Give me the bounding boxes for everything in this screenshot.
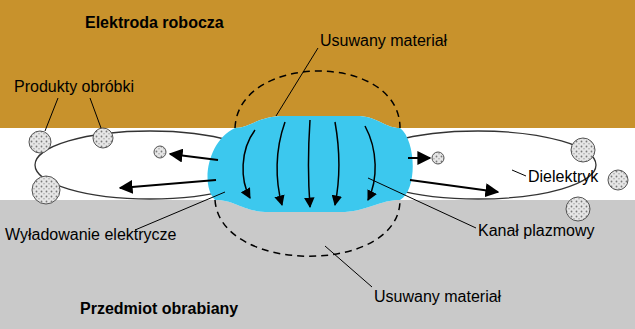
callout-label: Kanał plazmowy bbox=[478, 222, 595, 240]
band-title: Elektroda robocza bbox=[85, 14, 224, 32]
plasma-channel bbox=[208, 116, 413, 212]
callout-label: Wyładowanie elektrycze bbox=[5, 226, 176, 244]
callout-label: Produkty obróbki bbox=[14, 78, 134, 96]
callout-label: Usuwany materiał bbox=[374, 288, 501, 306]
workpiece-band bbox=[0, 200, 635, 329]
band-region: Elektroda robocza bbox=[0, 0, 635, 128]
electrode-band bbox=[0, 0, 635, 128]
callout-label: Dielektryk bbox=[528, 168, 598, 186]
callout-label: Usuwany materiał bbox=[320, 32, 447, 50]
discharge-arrows bbox=[243, 120, 375, 207]
debris-particles bbox=[29, 128, 628, 221]
band-title: Przedmiot obrabiany bbox=[80, 300, 238, 318]
band-region: Przedmiot obrabiany bbox=[0, 200, 635, 329]
